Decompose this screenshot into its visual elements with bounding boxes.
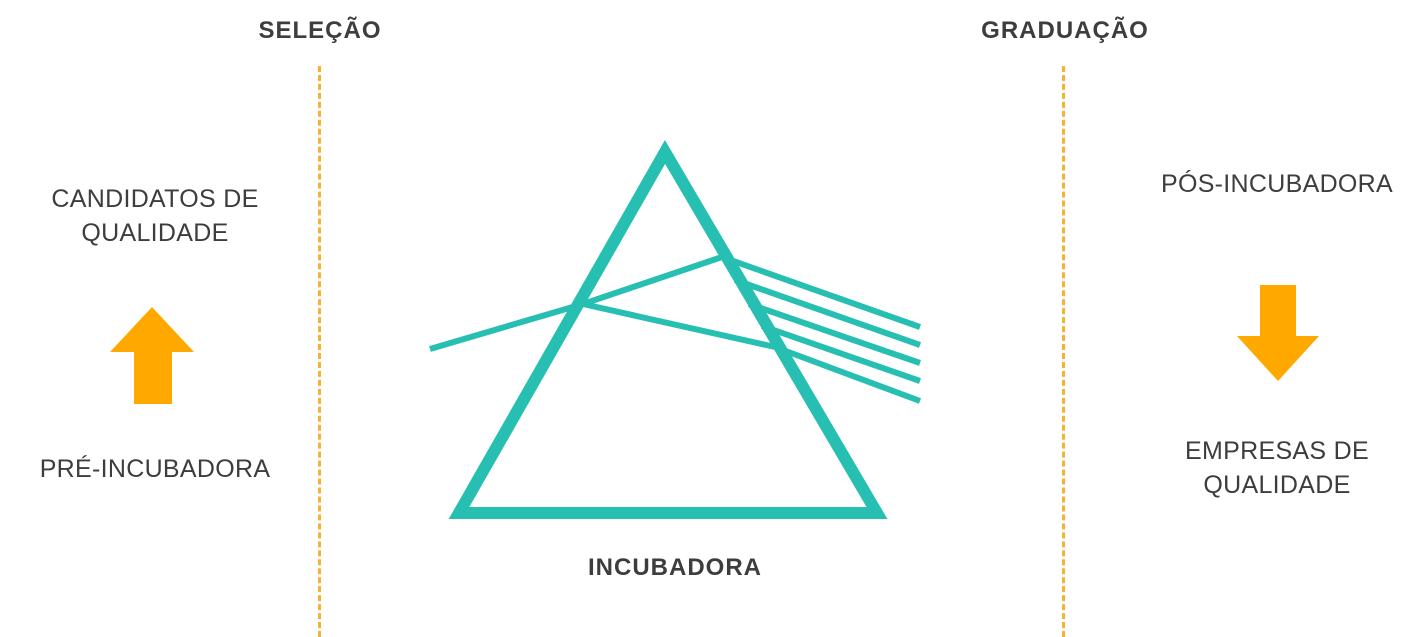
arrow-down-icon bbox=[1237, 285, 1319, 381]
arrow-up-icon bbox=[110, 307, 194, 404]
quality-candidates-line-1: CANDIDATOS DE bbox=[51, 185, 259, 213]
prism-icon bbox=[429, 140, 922, 519]
selection-heading: SELEÇÃO bbox=[258, 17, 382, 44]
outgoing-ray-1 bbox=[721, 254, 921, 330]
internal-beam-upper bbox=[582, 254, 723, 307]
selection-divider bbox=[318, 66, 321, 637]
pre-incubator-label: PRÉ-INCUBADORA bbox=[39, 455, 271, 483]
outgoing-ray-3 bbox=[748, 301, 921, 366]
prism-triangle bbox=[448, 140, 888, 519]
outgoing-ray-2 bbox=[734, 277, 921, 348]
graduation-heading: GRADUAÇÃO bbox=[981, 17, 1149, 44]
post-incubator-label: PÓS-INCUBADORA bbox=[1160, 170, 1393, 198]
outgoing-ray-4 bbox=[761, 323, 921, 384]
quality-companies-label: EMPRESAS DE QUALIDADE bbox=[1130, 434, 1424, 502]
quality-candidates-line-2: QUALIDADE bbox=[81, 219, 229, 247]
quality-companies-line-2: QUALIDADE bbox=[1203, 471, 1351, 499]
graduation-divider bbox=[1062, 66, 1065, 637]
internal-beam-lower bbox=[582, 301, 776, 350]
outgoing-ray-5 bbox=[773, 344, 922, 404]
quality-candidates-label: CANDIDATOS DE QUALIDADE bbox=[10, 182, 300, 250]
quality-companies-line-1: EMPRESAS DE bbox=[1185, 437, 1369, 465]
incoming-beam bbox=[429, 301, 584, 352]
incubator-label: INCUBADORA bbox=[588, 554, 762, 581]
